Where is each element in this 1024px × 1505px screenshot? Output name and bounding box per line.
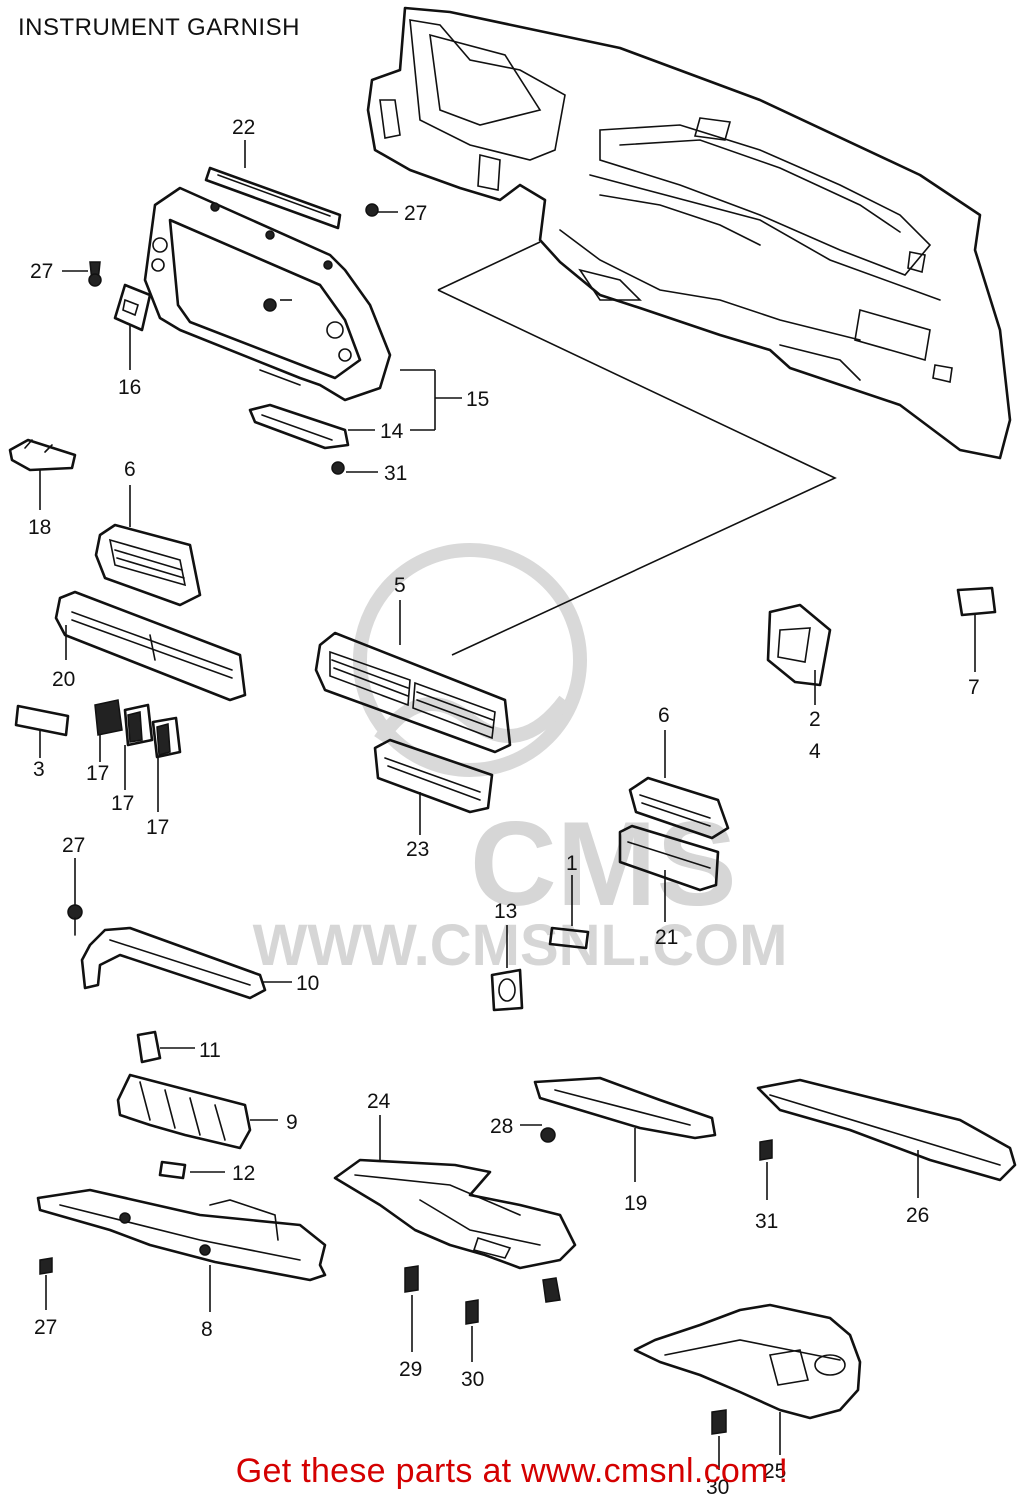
- callout-13: 13: [494, 900, 517, 923]
- callout-6-a: 6: [124, 458, 136, 481]
- callout-12: 12: [232, 1162, 255, 1185]
- callout-15: 15: [466, 388, 489, 411]
- screw-31-upper: [331, 461, 378, 475]
- part-13-bezel: [490, 925, 524, 1012]
- callout-22: 22: [232, 116, 255, 139]
- callout-6-b: 6: [658, 704, 670, 727]
- callout-28: 28: [490, 1115, 513, 1138]
- callout-4: 4: [809, 740, 821, 763]
- part-23-lower-vent: [373, 738, 494, 835]
- screw-27-bracket: [67, 858, 83, 936]
- part-10-bracket: [80, 926, 292, 1000]
- watermark-url: WWW.CMSNL.COM: [253, 913, 788, 978]
- part-17-switches: [94, 699, 182, 812]
- part-26-rail: [756, 1078, 1017, 1198]
- clip-under-24: [542, 1277, 561, 1303]
- callout-25: 25: [763, 1460, 786, 1483]
- screw-30-mid: [465, 1299, 479, 1362]
- part-11-clip: [136, 1030, 195, 1064]
- part-24-undercover: [333, 1115, 577, 1270]
- callout-16: 16: [118, 376, 141, 399]
- screw-27-lower: [39, 1257, 53, 1310]
- callout-7: 7: [968, 676, 980, 699]
- screw-29: [404, 1265, 419, 1352]
- screw-27-upper: [365, 203, 398, 217]
- part-18-clip: [8, 438, 77, 510]
- part-7-cap: [956, 586, 997, 672]
- part-6-side-vent-right: [628, 730, 730, 840]
- callout-30-b: 30: [706, 1476, 729, 1499]
- callout-27-b: 27: [30, 260, 53, 283]
- part-2-4-panel: [766, 603, 832, 705]
- meter-hood-15: [143, 186, 392, 402]
- callout-18: 18: [28, 516, 51, 539]
- callout-5: 5: [394, 574, 406, 597]
- part-6-side-vent-left: [94, 485, 202, 607]
- callout-27-d: 27: [34, 1316, 57, 1339]
- callout-14: 14: [380, 420, 404, 443]
- screw-27-left: [62, 261, 102, 287]
- footer-link-text[interactable]: Get these parts at www.cmsnl.com !: [235, 1452, 789, 1490]
- callout-9: 9: [286, 1111, 298, 1134]
- callout-27-c: 27: [62, 834, 85, 857]
- callout-24: 24: [367, 1090, 391, 1113]
- part-12-clip: [158, 1160, 225, 1180]
- instrument-panel-illustration: [366, 6, 1012, 656]
- part-16-switch-plate: [113, 283, 152, 370]
- screw-31-lower: [759, 1139, 773, 1200]
- callout-31-b: 31: [755, 1210, 778, 1233]
- callout-21: 21: [655, 926, 678, 949]
- part-14-bracket: [248, 369, 462, 450]
- part-5-center-vent: [314, 600, 512, 754]
- callout-1: 1: [566, 852, 578, 875]
- callout-labels: 22 27 27 16 15 14 31 18 6 20 5 3 17 17 1…: [28, 116, 980, 1499]
- callout-26: 26: [906, 1204, 929, 1227]
- callout-3: 3: [33, 758, 45, 781]
- callout-11: 11: [199, 1039, 221, 1062]
- screw-28: [520, 1124, 556, 1143]
- callout-19: 19: [624, 1192, 647, 1215]
- part-8-lower-cover: [36, 1188, 327, 1312]
- part-1-label: [548, 875, 590, 950]
- diagram-title: INSTRUMENT GARNISH: [18, 14, 300, 41]
- part-3-label: [14, 704, 70, 758]
- callout-10: 10: [296, 972, 319, 995]
- part-25-lower-panel: [633, 1303, 862, 1455]
- callout-20: 20: [52, 668, 75, 691]
- callout-27-a: 27: [404, 202, 427, 225]
- part-19-lid: [533, 1076, 717, 1182]
- callout-17-a: 17: [86, 762, 109, 785]
- callout-8: 8: [201, 1318, 213, 1341]
- part-9-pocket: [116, 1073, 278, 1150]
- callout-29: 29: [399, 1358, 422, 1381]
- part-22-strip: [204, 140, 342, 230]
- callout-2: 2: [809, 708, 821, 731]
- watermark: CMS WWW.CMSNL.COM: [253, 543, 788, 978]
- part-21-vent-frame: [618, 824, 720, 922]
- part-20-long-vent: [54, 590, 247, 702]
- screw-30-bottom: [711, 1409, 727, 1470]
- callout-17-b: 17: [111, 792, 134, 815]
- callout-17-c: 17: [146, 816, 169, 839]
- callout-31-a: 31: [384, 462, 407, 485]
- callout-23: 23: [406, 838, 429, 861]
- callout-30-a: 30: [461, 1368, 484, 1391]
